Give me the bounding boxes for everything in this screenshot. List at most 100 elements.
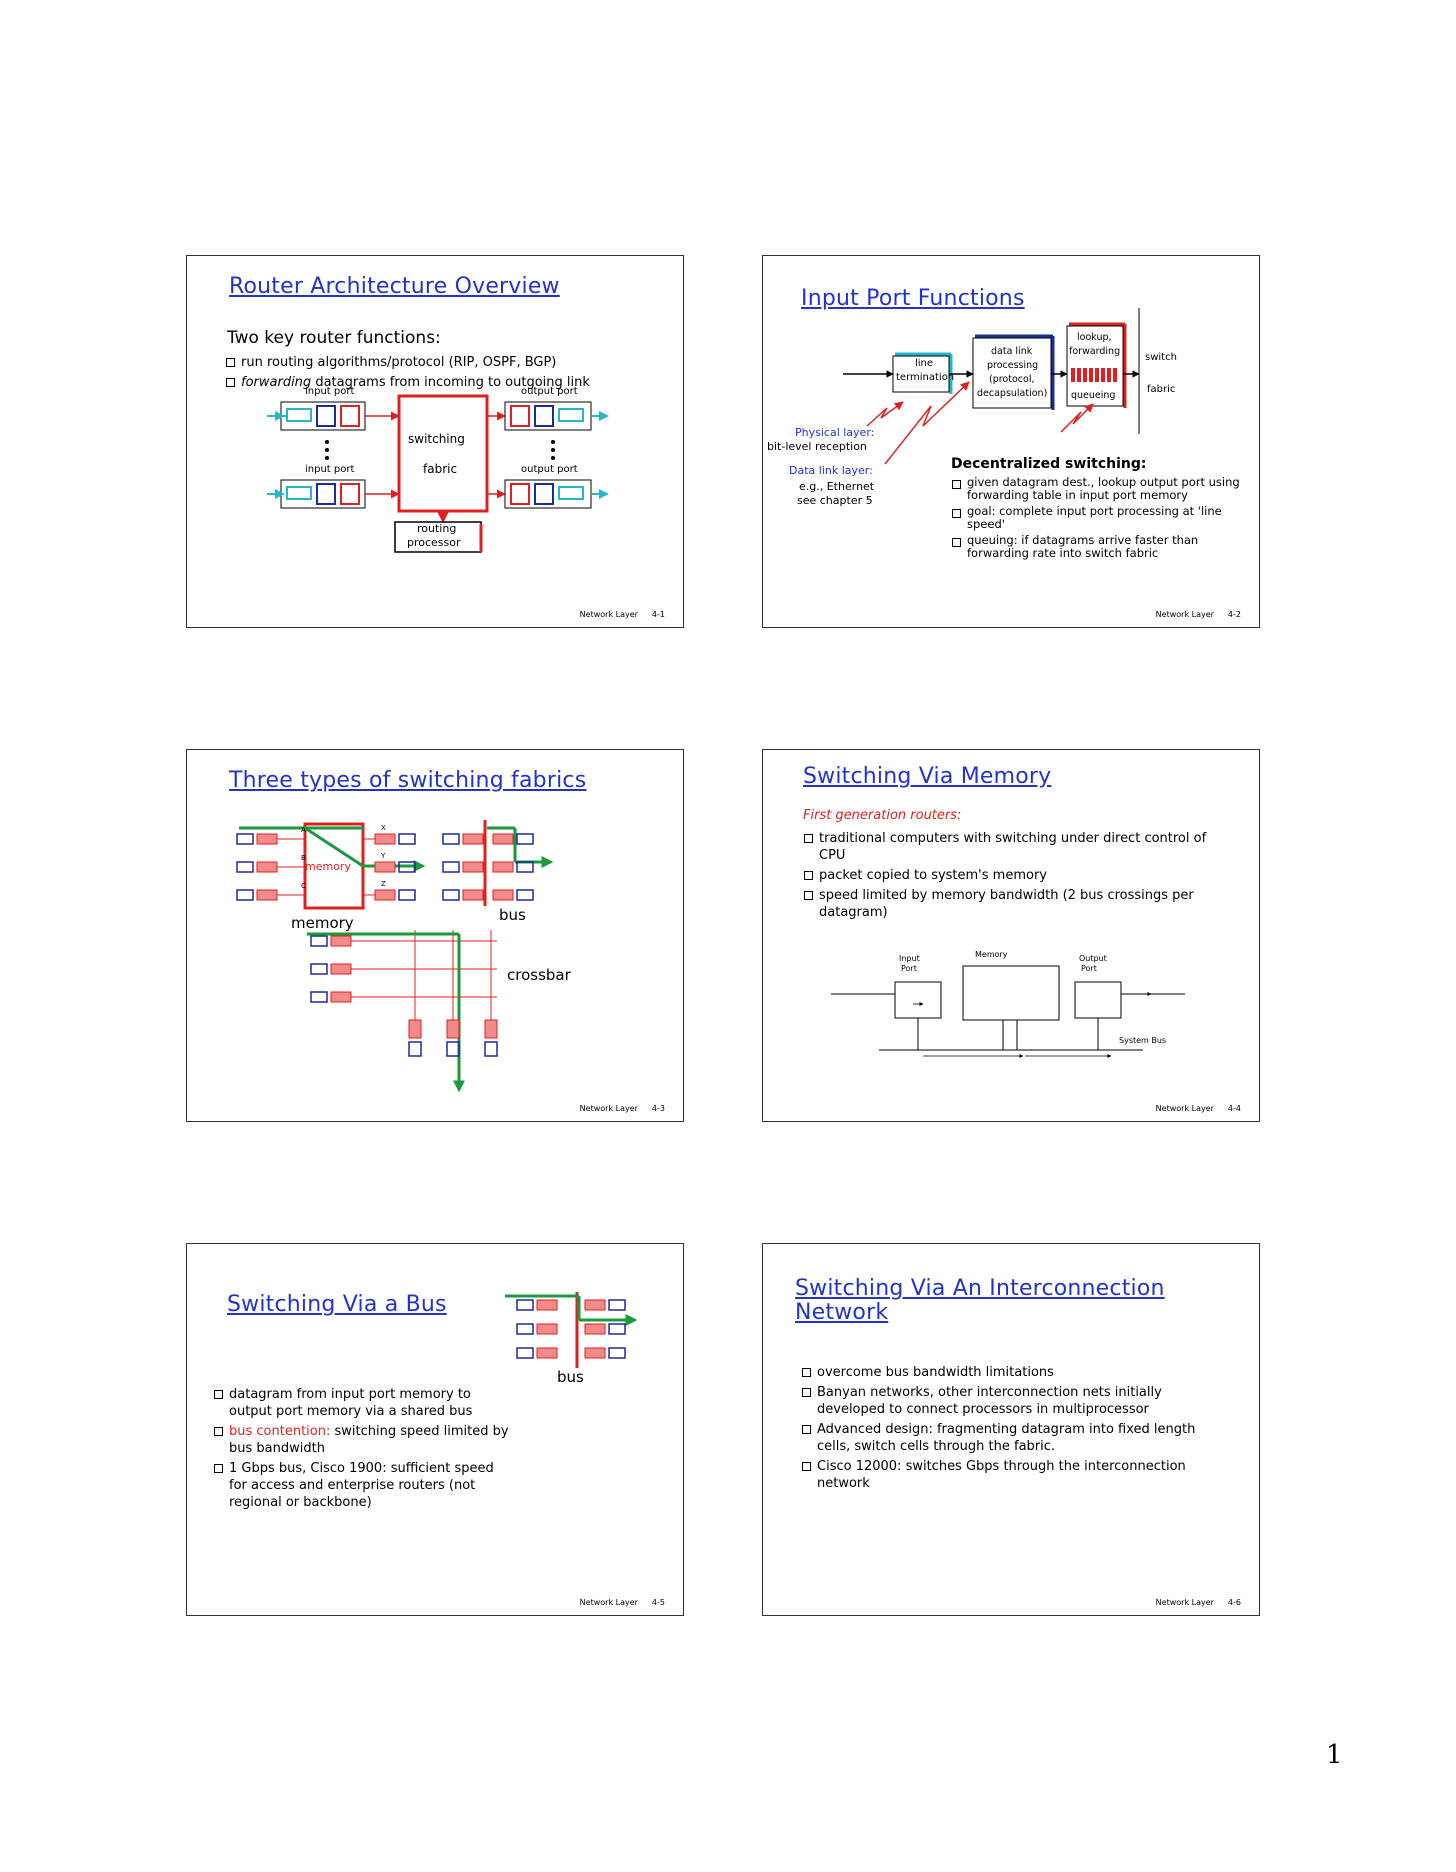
- bullet-item: run routing algorithms/protocol (RIP, OS…: [225, 354, 665, 371]
- input-port-bottom: [267, 479, 400, 509]
- heading-text: Decentralized switching: [951, 456, 1141, 472]
- bus-fabric: [442, 820, 554, 906]
- label-a: A: [301, 826, 306, 834]
- physical-layer-label: Physical layer:: [795, 426, 875, 439]
- bullet-item: packet copied to system's memory: [803, 867, 1223, 884]
- bullet-item: traditional computers with switching und…: [803, 830, 1223, 864]
- slide-footer: Network Layer 4-3: [566, 1104, 665, 1113]
- slide-title: Three types of switching fabrics: [229, 768, 587, 793]
- decapsulation-label: decapsulation): [977, 388, 1048, 399]
- bullet-item: given datagram dest., lookup output port…: [951, 476, 1241, 502]
- system-bus-label: System Bus: [1119, 1036, 1167, 1045]
- output-port-label: output port: [521, 386, 578, 397]
- bus-diagram: [505, 1292, 638, 1368]
- red-heading: First generation routers:: [803, 808, 962, 823]
- footer-number: 4-4: [1227, 1104, 1241, 1113]
- slide-title: Router Architecture Overview: [229, 274, 560, 299]
- output-port-label: output port: [521, 464, 578, 475]
- processing-label: processing: [987, 360, 1039, 371]
- bullet-list: overcome bus bandwidth limitations Banya…: [801, 1364, 1221, 1495]
- switching-fabrics-diagram: [236, 820, 554, 1093]
- bullet-item: 1 Gbps bus, Cisco 1900: sufficient speed…: [213, 1460, 513, 1511]
- slide-title: Input Port Functions: [801, 286, 1025, 311]
- fabric-label: fabric: [1147, 384, 1176, 395]
- footer-number: 4-2: [1227, 610, 1241, 619]
- slide-title: Switching Via a Bus: [227, 1292, 447, 1317]
- footer-label: Network Layer: [579, 1598, 638, 1607]
- slide-input-port-functions: Input Port Functions line termination da…: [762, 255, 1260, 628]
- data-link-label: data link: [991, 346, 1033, 357]
- switching-label: switching: [408, 432, 465, 446]
- bullet-list: traditional computers with switching und…: [803, 830, 1223, 924]
- data-link-see: see chapter 5: [797, 494, 873, 507]
- label-b: B: [301, 854, 306, 862]
- memory-fabric: [236, 822, 426, 910]
- data-link-example: e.g., Ethernet: [799, 480, 875, 493]
- bullet-item: queuing: if datagrams arrive faster than…: [951, 534, 1241, 560]
- footer-label: Network Layer: [579, 1104, 638, 1113]
- lookup-label: lookup,: [1077, 332, 1112, 343]
- bullet-item: datagram from input port memory to outpu…: [213, 1386, 513, 1420]
- footer-number: 4-5: [651, 1598, 665, 1607]
- queue-slots: [1071, 368, 1117, 382]
- port-label: Port: [1081, 964, 1097, 973]
- slide-switching-via-bus: Switching Via a Bus bus datagram from in…: [186, 1243, 684, 1616]
- output-label: Output: [1079, 954, 1107, 963]
- data-link-box: [972, 337, 1052, 409]
- bullet-text: datagrams from incoming to outgoing link: [315, 375, 590, 390]
- data-link-layer-label: Data link layer:: [789, 464, 873, 477]
- slide-title: Switching Via Memory: [803, 764, 1052, 789]
- bullet-text: switching speed limited by bus bandwidth: [229, 1424, 509, 1456]
- bullet-item: Banyan networks, other interconnection n…: [801, 1384, 1221, 1418]
- lookup-forwarding-box: [1066, 325, 1124, 407]
- page-number: 1: [1326, 1740, 1343, 1770]
- queueing-label: queueing: [1071, 390, 1116, 401]
- memory-label: Memory: [975, 950, 1008, 959]
- footer-label: Network Layer: [579, 610, 638, 619]
- slide-three-switching-fabrics: Three types of switching fabrics: [186, 749, 684, 1122]
- slide-footer: Network Layer 4-5: [566, 1598, 665, 1607]
- input-port-diagram: [843, 308, 1140, 465]
- bullet-item: overcome bus bandwidth limitations: [801, 1364, 1221, 1381]
- decentralized-heading: Decentralized switching:: [951, 456, 1147, 472]
- bus-label: bus: [557, 1368, 584, 1386]
- slide-router-architecture: Router Architecture Overview Two key rou…: [186, 255, 684, 628]
- bullet-item: bus contention: switching speed limited …: [213, 1423, 513, 1457]
- bullet-list: datagram from input port memory to outpu…: [213, 1386, 513, 1514]
- input-port-box: [894, 981, 942, 1019]
- bullet-emphasis: forwarding: [241, 375, 312, 390]
- input-port-label: input port: [305, 464, 355, 475]
- bus-label: bus: [499, 906, 526, 924]
- output-port-box: [1074, 981, 1122, 1019]
- bullet-item: speed limited by memory bandwidth (2 bus…: [803, 887, 1223, 921]
- routing-label: routing: [417, 522, 457, 535]
- label-y: Y: [381, 852, 386, 860]
- label-z: Z: [381, 880, 386, 888]
- slide-title: Switching Via An Interconnection: [795, 1276, 1165, 1301]
- input-port-label: input port: [305, 386, 355, 397]
- line-label: line: [915, 358, 934, 369]
- bullet-item: Cisco 12000: switches Gbps through the i…: [801, 1458, 1221, 1492]
- bullet-item: forwarding datagrams from incoming to ou…: [225, 374, 665, 391]
- termination-label: termination: [896, 372, 955, 383]
- slide-heading: Two key router functions:: [227, 328, 441, 348]
- slide-title-line2: Network: [795, 1300, 889, 1325]
- footer-number: 4-3: [651, 1104, 665, 1113]
- slide-switching-interconnection-network: Switching Via An Interconnection Network…: [762, 1243, 1260, 1616]
- slide-switching-via-memory: Switching Via Memory First generation ro…: [762, 749, 1260, 1122]
- forwarding-label: forwarding: [1069, 346, 1121, 357]
- memory-box: [962, 965, 1060, 1021]
- memory-box-label: memory: [305, 860, 351, 873]
- processor-label: processor: [407, 536, 461, 549]
- switch-label: switch: [1145, 352, 1177, 363]
- memory-switching-diagram: [831, 965, 1185, 1058]
- protocol-label: (protocol,: [989, 374, 1035, 385]
- input-label: Input: [899, 954, 920, 963]
- router-architecture-diagram: [267, 394, 609, 553]
- bullet-item: Advanced design: fragmenting datagram in…: [801, 1421, 1221, 1455]
- physical-layer-desc: bit-level reception: [767, 440, 867, 453]
- label-x: X: [381, 824, 386, 832]
